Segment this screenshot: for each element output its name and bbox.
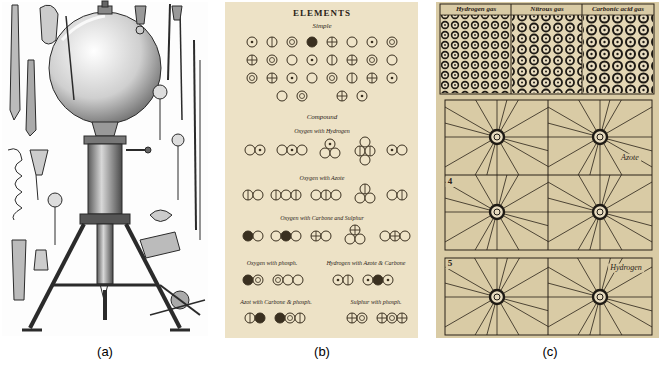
plate-caption: ELEMENTS <box>293 9 351 19</box>
panel-label: (c) <box>542 345 557 359</box>
gas-particle-plate <box>407 2 661 365</box>
plate-caption: Nitrous gas <box>530 6 563 14</box>
plate-caption: Simple <box>312 23 331 31</box>
dalton-elements-plate <box>225 2 418 338</box>
plate-caption: Hydrogen <box>608 264 644 273</box>
plate-caption: Oxygen with Carbone and Sulphur <box>280 215 364 222</box>
plate-caption: Oxygen with phosph. <box>247 260 298 267</box>
panel-label: (b) <box>314 345 330 359</box>
plate-caption: Azot with Carbone & phosph. <box>240 299 312 306</box>
plate-caption: 5 <box>446 259 455 269</box>
plate-caption: Hydrogen gas <box>456 6 496 14</box>
air-pump-engraving <box>2 1 208 336</box>
plate-caption: Carbonic acid gas <box>592 6 644 14</box>
plate-caption: Azote <box>619 154 641 163</box>
plate-caption: Hydrogen with Azote & Carbone <box>327 260 406 267</box>
panel-label: (a) <box>97 345 113 359</box>
plate-caption: Oxygen with Azote <box>300 175 345 182</box>
plate-caption: Sulphur with phosph. <box>350 299 401 306</box>
plate-caption: Oxygen with Hydrogen <box>294 128 349 135</box>
plate-caption: 4 <box>446 177 455 187</box>
plate-caption: Compound <box>307 114 338 122</box>
